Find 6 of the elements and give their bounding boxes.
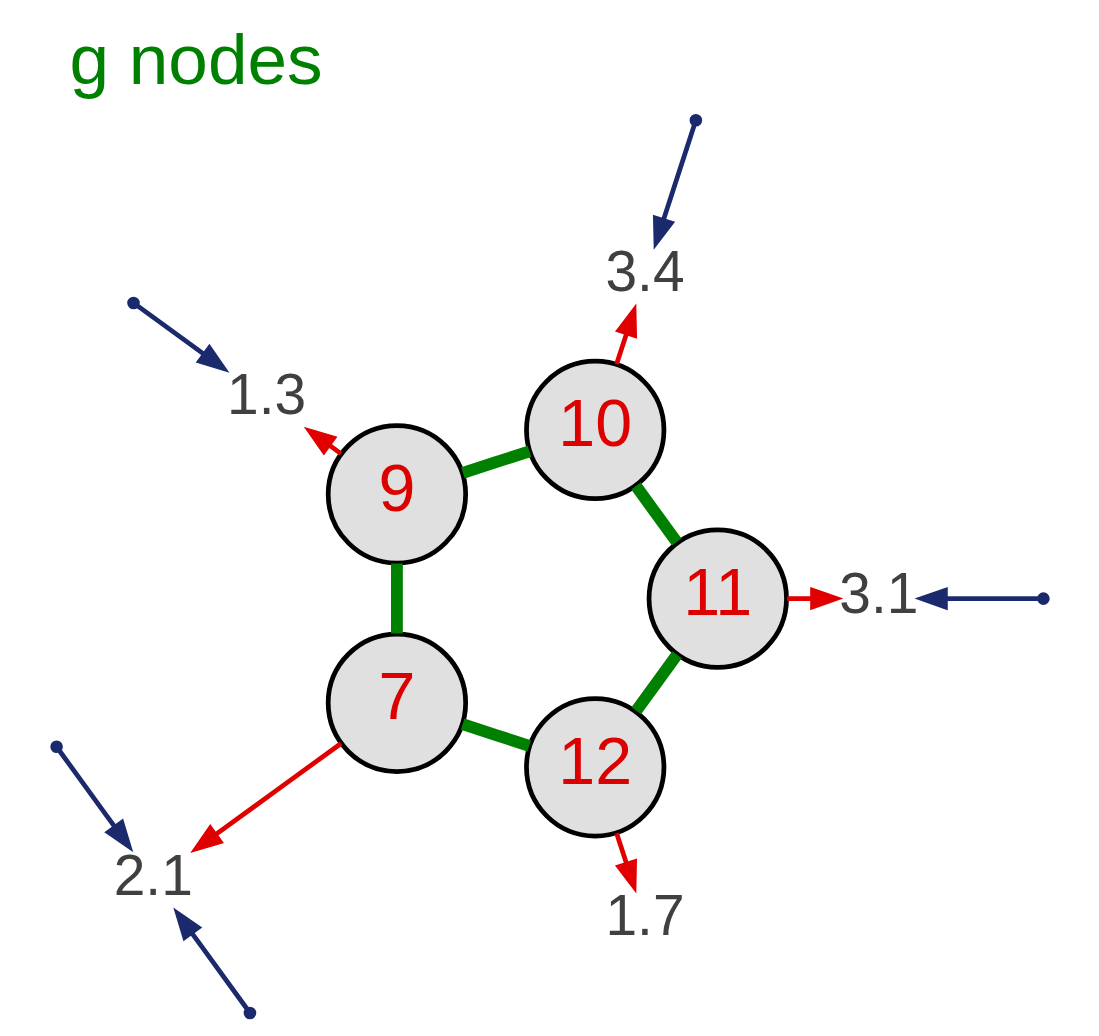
node-text: 1.7: [604, 884, 685, 948]
diagram-title: g nodes: [69, 20, 323, 100]
node-text: 2.1: [113, 843, 193, 907]
node-text: 3.4: [604, 240, 685, 304]
node-text: 3.1: [838, 562, 918, 626]
node-text: 1.3: [226, 363, 306, 427]
